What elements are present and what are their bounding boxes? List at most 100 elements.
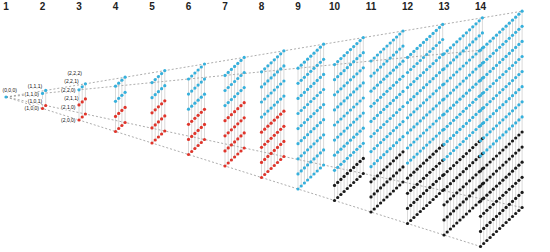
lattice-point — [296, 67, 299, 70]
lattice-point — [498, 91, 501, 94]
lattice-point — [508, 218, 511, 221]
lattice-point — [200, 126, 203, 129]
lattice-point — [385, 44, 388, 47]
lattice-point — [114, 115, 117, 118]
lattice-point — [521, 70, 524, 73]
lattice-point — [352, 121, 355, 124]
lattice-point — [471, 116, 474, 119]
lattice-point — [117, 127, 120, 130]
lattice-point — [471, 25, 474, 28]
lattice-point — [401, 120, 404, 123]
lattice-point — [468, 89, 471, 92]
lattice-point — [498, 167, 501, 170]
lattice-point — [462, 110, 465, 113]
grid-line — [189, 124, 205, 139]
lattice-point — [339, 117, 342, 120]
lattice-point — [422, 116, 425, 119]
lattice-point — [352, 136, 355, 139]
lattice-point — [227, 86, 230, 89]
lattice-point — [359, 84, 362, 87]
lattice-point — [233, 125, 236, 128]
grid-line — [116, 92, 126, 101]
lattice-point — [474, 37, 477, 40]
lattice-point — [376, 99, 379, 102]
lattice-point — [376, 144, 379, 147]
grid-line — [152, 131, 165, 143]
lattice-point — [230, 68, 233, 71]
lattice-point — [432, 47, 435, 50]
lattice-point — [263, 128, 266, 131]
lattice-point — [187, 93, 190, 96]
lattice-point — [428, 141, 431, 144]
lattice-point — [270, 76, 273, 79]
lattice-point — [419, 89, 422, 92]
grid-line — [298, 165, 324, 189]
lattice-point — [336, 90, 339, 93]
lattice-point — [458, 37, 461, 40]
lattice-point — [412, 140, 415, 143]
lattice-point — [395, 81, 398, 84]
lattice-point — [322, 163, 325, 166]
lattice-point — [416, 107, 419, 110]
lattice-point — [157, 75, 160, 78]
lattice-point — [489, 130, 492, 133]
lattice-point — [239, 59, 242, 62]
lattice-point — [479, 245, 482, 248]
lattice-point — [428, 35, 431, 38]
lattice-point — [223, 149, 226, 152]
lattice-point — [428, 65, 431, 68]
lattice-point — [362, 36, 365, 39]
lattice-point — [449, 61, 452, 64]
lattice-point — [485, 133, 488, 136]
lattice-point — [409, 219, 412, 222]
lattice-point — [462, 140, 465, 143]
lattice-point — [395, 171, 398, 174]
grid-line — [436, 30, 437, 196]
lattice-point — [452, 119, 455, 122]
lattice-point — [416, 92, 419, 95]
lattice-point — [485, 163, 488, 166]
lattice-point — [468, 209, 471, 212]
grid-line — [444, 139, 482, 175]
lattice-point — [190, 74, 193, 77]
lattice-point — [455, 206, 458, 209]
lattice-point — [266, 79, 269, 82]
lattice-point — [276, 70, 279, 73]
lattice-point — [446, 110, 449, 113]
lattice-point — [157, 105, 160, 108]
lattice-point — [150, 111, 153, 114]
lattice-point — [200, 141, 203, 144]
lattice-point — [309, 70, 312, 73]
lattice-point — [419, 104, 422, 107]
lattice-point — [81, 115, 84, 118]
grid-line — [481, 102, 523, 141]
lattice-point — [449, 46, 452, 49]
lattice-point — [489, 115, 492, 118]
grid-line — [444, 78, 482, 114]
lattice-point — [263, 82, 266, 85]
lattice-point — [154, 93, 157, 96]
lattice-point — [382, 47, 385, 50]
grid-line — [408, 130, 443, 163]
lattice-point — [223, 89, 226, 92]
lattice-point — [416, 168, 419, 171]
lattice-point — [446, 64, 449, 67]
lattice-point — [276, 85, 279, 88]
lattice-point — [273, 164, 276, 167]
lattice-point — [362, 127, 365, 130]
lattice-point — [474, 173, 477, 176]
lattice-point — [409, 143, 412, 146]
lattice-point — [160, 87, 163, 90]
lattice-point — [316, 109, 319, 112]
lattice-point — [395, 66, 398, 69]
grid-line — [410, 54, 411, 220]
lattice-point — [233, 140, 236, 143]
lattice-point — [455, 101, 458, 104]
lattice-point — [495, 170, 498, 173]
lattice-point — [355, 87, 358, 90]
lattice-point — [501, 88, 504, 91]
grid-line — [152, 71, 165, 83]
lattice-point — [455, 191, 458, 194]
lattice-point — [471, 206, 474, 209]
lattice-point — [452, 224, 455, 227]
